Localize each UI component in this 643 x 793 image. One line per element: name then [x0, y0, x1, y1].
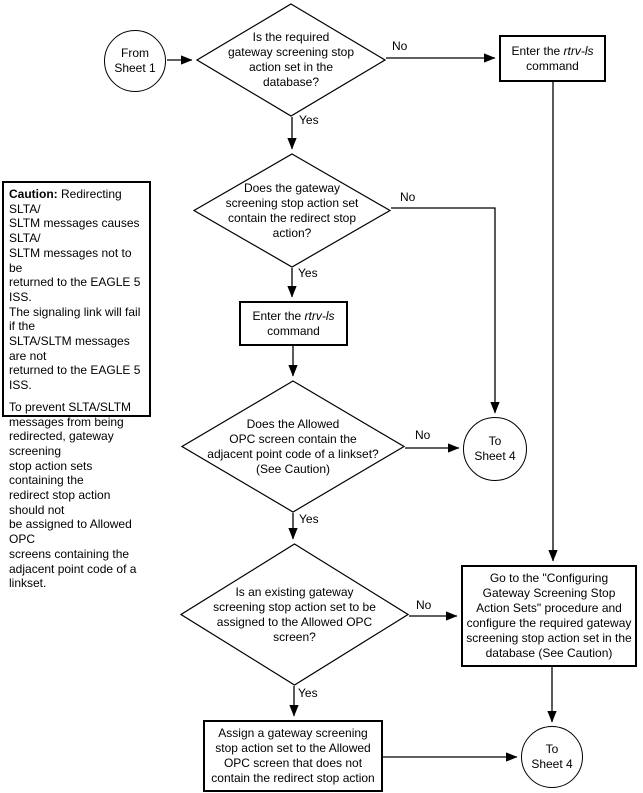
process-goto-configuring-procedure: Go to the "Configuring Gateway Screening… [461, 565, 637, 667]
decision-text: Does the Allowed OPC screen contain the … [207, 416, 379, 476]
caution-paragraph-2: To prevent SLTA/SLTM messages from being… [9, 399, 137, 591]
edge-label-no-4: No [415, 598, 433, 612]
process-text: Assign a gateway screening stop action s… [211, 726, 375, 785]
diamond-shape [180, 543, 409, 686]
caution-paragraph-1: Caution: Redirecting SLTA/ SLTM messages… [9, 187, 141, 393]
diamond-shape [196, 3, 386, 117]
edge-label-yes-1: Yes [298, 113, 320, 127]
connector-label: From Sheet 1 [114, 46, 156, 75]
connector-to-sheet-4-upper: To Sheet 4 [463, 417, 527, 481]
diamond-shape [181, 380, 405, 513]
process-enter-rtrv-ls-mid: Enter the rtrv-ls command [239, 301, 348, 346]
decision-text: Is the required gateway screening stop a… [227, 30, 355, 89]
decision-text: Is an existing gateway screening stop ac… [213, 584, 376, 644]
edge-label-no-2: No [399, 190, 417, 204]
edge-decision2-no [391, 207, 500, 414]
process-text: Go to the "Configuring Gateway Screening… [466, 571, 632, 660]
decision-existing-stop-action-set: Is an existing gateway screening stop ac… [180, 543, 409, 686]
edge-label-yes-3: Yes [298, 512, 320, 526]
connector-to-sheet-4-lower: To Sheet 4 [521, 726, 583, 788]
command-rtrv-ls: rtrv-ls [563, 43, 594, 58]
edge-label-yes-2: Yes [297, 266, 319, 280]
caution-note: Caution: Redirecting SLTA/ SLTM messages… [2, 181, 151, 590]
edge-label-no-1: No [391, 39, 409, 53]
caution-heading: Caution: [9, 187, 58, 201]
diamond-shape [193, 153, 391, 268]
process-text: Enter the rtrv-ls command [511, 43, 594, 73]
edge-label-yes-4: Yes [297, 686, 319, 700]
decision-allowed-opc-linkset: Does the Allowed OPC screen contain the … [181, 380, 405, 513]
decision-text: Does the gateway screening stop action s… [225, 180, 359, 240]
connector-label: To Sheet 4 [531, 742, 573, 771]
decision-stop-action-in-db: Is the required gateway screening stop a… [196, 3, 386, 117]
command-rtrv-ls: rtrv-ls [304, 308, 335, 323]
connector-from-sheet-1: From Sheet 1 [104, 30, 166, 92]
process-assign-stop-action-set: Assign a gateway screening stop action s… [203, 720, 383, 792]
decision-redirect-stop-action: Does the gateway screening stop action s… [193, 153, 391, 268]
connector-label: To Sheet 4 [474, 434, 516, 463]
process-enter-rtrv-ls-top: Enter the rtrv-ls command [499, 35, 606, 82]
process-text: Enter the rtrv-ls command [252, 308, 335, 338]
edge-label-no-3: No [414, 428, 432, 442]
